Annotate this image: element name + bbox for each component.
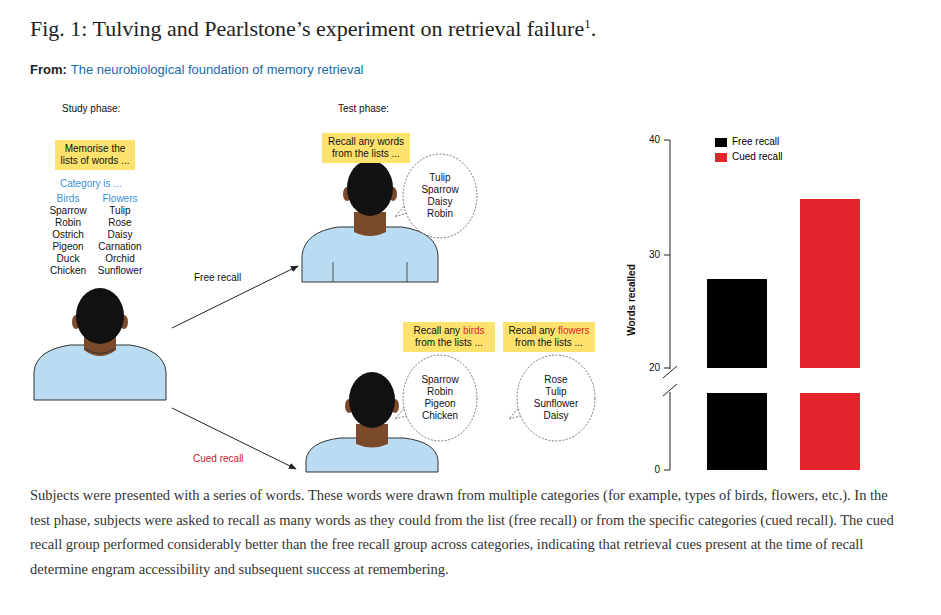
label: 0 — [654, 464, 660, 476]
source-row: From: The neurobiological foundation of m… — [30, 62, 364, 78]
recalled-words: Sparrow Robin Pigeon Chicken — [421, 374, 458, 422]
arrow — [172, 408, 296, 469]
instruction-box: Memorise the lists of words ... — [55, 140, 135, 170]
label: 30 — [649, 249, 660, 261]
speech-bubble: Sparrow Robin Pigeon Chicken — [402, 354, 478, 442]
label: Birds — [57, 193, 80, 205]
instruction-box: Recall anybirdsfrom the lists ... — [403, 322, 495, 352]
legend-swatch — [715, 153, 727, 162]
label: 40 — [649, 134, 660, 146]
label: Words recalled — [626, 264, 638, 336]
legend-entry: Free recall — [715, 136, 779, 148]
title-row: Fig. 1: Tulving and Pearlstone’s experim… — [30, 10, 596, 43]
legend-text: Free recall — [732, 136, 779, 148]
legend-text: Cued recall — [732, 151, 783, 163]
label: Cued recall — [193, 453, 244, 465]
label: Flowers — [102, 193, 137, 205]
label: Category is ... — [60, 178, 122, 190]
instruction-text: birds — [463, 325, 485, 336]
label: 20 — [649, 362, 660, 374]
arrow — [172, 266, 298, 328]
figure-caption: Subjects were presented with a series of… — [30, 483, 910, 581]
recalled-words: Rose Tulip Sunflower Daisy — [534, 374, 578, 422]
source-text: The neurobiological foundation of memory… — [71, 62, 364, 77]
instruction-box: Recall any words from the lists ... — [322, 133, 410, 163]
instruction-text: flowers — [558, 325, 590, 336]
legend-entry: Cued recall — [715, 151, 783, 163]
legend-swatch — [715, 138, 727, 147]
label: Tulip Rose Daisy Carnation Orchid Sunflo… — [98, 205, 142, 277]
bar — [707, 199, 860, 470]
figure-title: Fig. 1: Tulving and Pearlstone’s experim… — [30, 16, 584, 41]
instruction-text: from the lists ... — [407, 337, 491, 349]
source-text: From: — [30, 62, 67, 77]
instruction-text: from the lists ... — [507, 337, 591, 349]
label: Sparrow Robin Ostrich Pigeon Duck Chicke… — [49, 205, 86, 277]
label: Study phase: — [62, 103, 120, 115]
speech-bubble: Rose Tulip Sunflower Daisy — [516, 354, 596, 442]
title-mark: 1 — [584, 16, 591, 31]
recalled-words: Tulip Sparrow Daisy Robin — [421, 172, 458, 220]
instruction-text: Recall any words from the lists ... — [328, 136, 404, 159]
person-front — [34, 288, 166, 400]
instruction-text: Recall any — [413, 325, 460, 336]
label: Free recall — [194, 272, 241, 284]
instruction-text: Memorise the lists of words ... — [61, 143, 130, 166]
title-mark: . — [591, 16, 597, 41]
instruction-box: Recall anyflowersfrom the lists ... — [503, 322, 595, 352]
label: Test phase: — [338, 103, 389, 115]
bar-chart — [663, 140, 677, 470]
speech-bubble: Tulip Sparrow Daisy Robin — [402, 153, 478, 239]
instruction-text: Recall any — [508, 325, 555, 336]
